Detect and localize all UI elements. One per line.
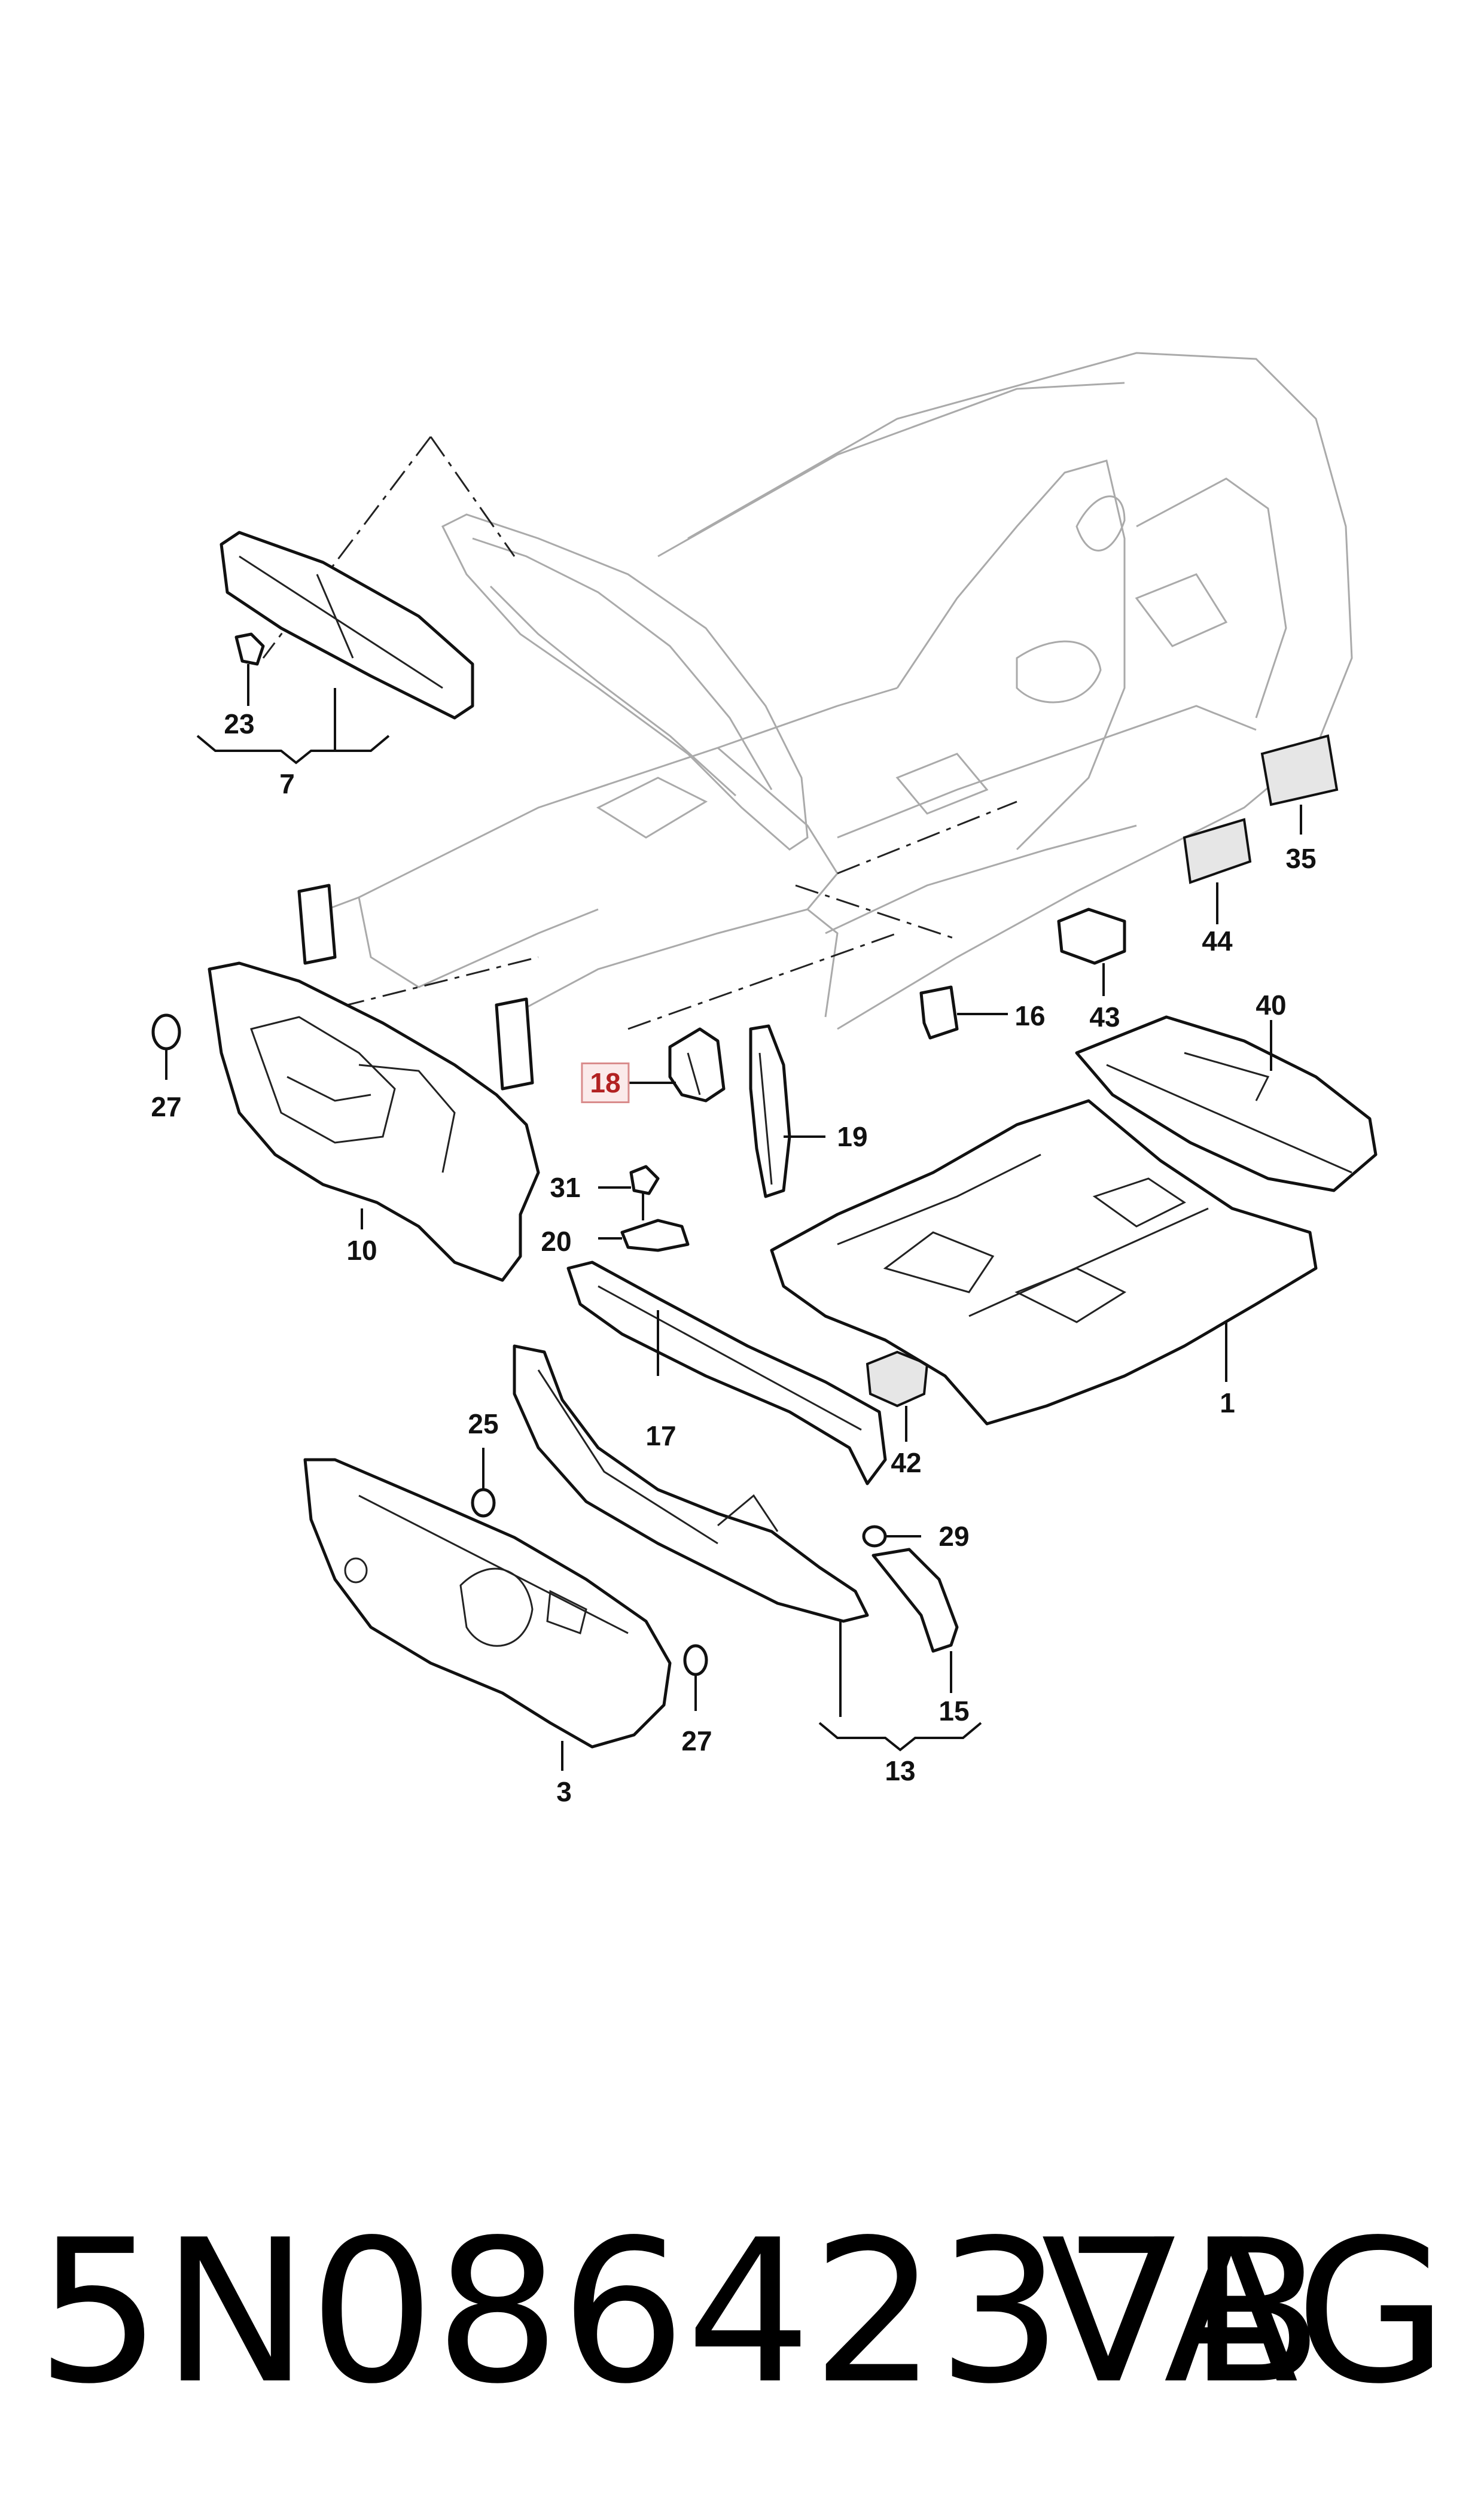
- part-1-floor-carpet: [770, 1099, 1318, 1426]
- part-23-clip: [234, 632, 265, 706]
- part-15-bracket: [871, 1548, 959, 1693]
- part-40-rear-floor-mat: [1075, 1015, 1378, 1192]
- bracket-7: [196, 735, 390, 765]
- callout-44: 44: [1202, 925, 1233, 957]
- part-27-grommet-top: [151, 1013, 181, 1080]
- callout-13: 13: [885, 1755, 916, 1786]
- assembly-lines: [262, 436, 1017, 1030]
- callout-17: 17: [645, 1420, 677, 1451]
- part-number-text: 5N0864237B: [36, 2197, 1324, 2427]
- callout-20: 20: [541, 1226, 572, 1257]
- part-7-insulation-mat: [220, 531, 474, 720]
- callout-27-top: 27: [151, 1091, 182, 1122]
- callout-16: 16: [1014, 1000, 1046, 1031]
- callout-40: 40: [1256, 989, 1287, 1021]
- callout-18: 18: [581, 1062, 630, 1103]
- part-25-grommet: [471, 1448, 496, 1518]
- part-35-perforated-pad: [1260, 734, 1339, 835]
- callout-1: 1: [1220, 1387, 1235, 1418]
- hood-panel: [441, 513, 809, 851]
- part-20-bracket: [598, 1193, 690, 1252]
- callout-31: 31: [550, 1172, 581, 1203]
- callout-7: 7: [279, 768, 295, 799]
- part-10-firewall-insulation: [208, 961, 540, 1282]
- callout-23: 23: [224, 708, 255, 739]
- part-13-tunnel-insulation: [513, 1344, 869, 1717]
- callout-43: 43: [1089, 1001, 1120, 1033]
- part-27-grommet-bottom: [683, 1644, 708, 1711]
- callout-27-bottom: 27: [681, 1725, 712, 1756]
- front-rails: [297, 884, 534, 1091]
- part-16-insert: [919, 985, 1008, 1040]
- part-17-crossmember-insulation: [566, 1260, 887, 1485]
- callout-10: 10: [346, 1235, 377, 1266]
- part-29-clip: [862, 1525, 921, 1548]
- part-18-trim-piece: [628, 1027, 726, 1103]
- callout-29: 29: [938, 1521, 970, 1552]
- callout-3: 3: [556, 1776, 572, 1807]
- part-19-pillar-trim: [749, 1024, 825, 1198]
- brand-text: VAG: [1041, 2197, 1448, 2427]
- part-31-nut: [598, 1165, 660, 1195]
- callout-19: 19: [837, 1121, 868, 1152]
- car-body-outline: [310, 352, 1353, 1030]
- callout-25: 25: [468, 1408, 499, 1439]
- part-44-pad: [1183, 818, 1252, 924]
- bracket-13: [818, 1722, 982, 1752]
- callout-42: 42: [891, 1447, 922, 1478]
- callout-35: 35: [1285, 843, 1317, 874]
- part-43-block: [1057, 908, 1126, 996]
- part-3-dash-insulation: [303, 1458, 672, 1771]
- callout-15: 15: [938, 1695, 970, 1727]
- part-42-pad: [866, 1350, 929, 1442]
